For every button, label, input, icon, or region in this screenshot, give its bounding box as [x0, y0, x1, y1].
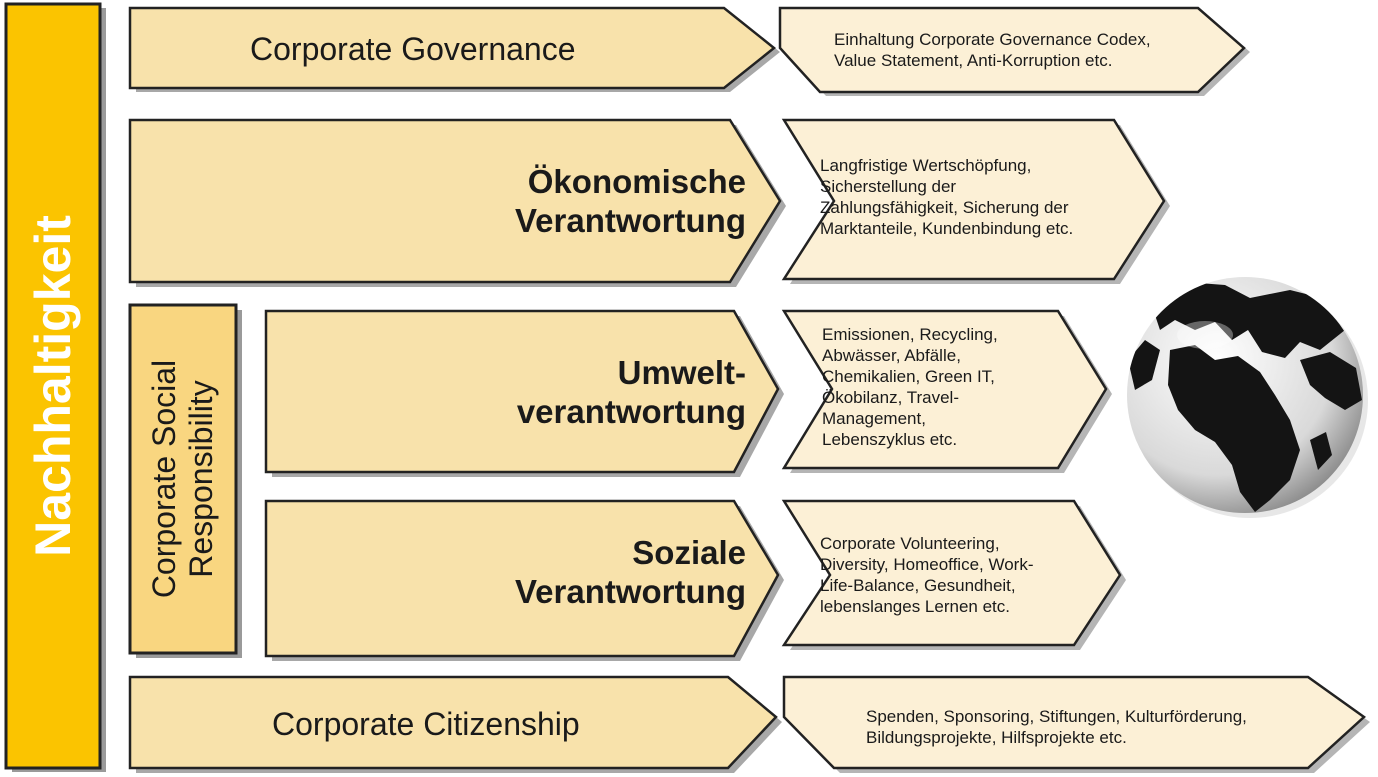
citizenship-desc-box [782, 675, 1366, 770]
desc-line: Einhaltung Corporate Governance Codex, [834, 30, 1151, 49]
label-line: Umwelt- [617, 354, 746, 391]
sustainability-bar-label-box: Nachhaltigkeit [6, 4, 100, 768]
sustainability-title: Nachhaltigkeit [25, 215, 81, 557]
desc-line: Emissionen, Recycling, [822, 325, 998, 344]
csr-label-line1: Corporate Social [146, 359, 182, 599]
environmental-desc-box [781, 309, 1108, 470]
desc-line: Zahlungsfähigkeit, Sicherung der [820, 198, 1069, 217]
desc-line: Sicherstellung der [820, 177, 957, 196]
governance-label: Corporate Governance [250, 31, 576, 67]
governance-desc-box [778, 6, 1246, 94]
desc-line: Ökobilanz, Travel- [822, 388, 959, 407]
label-line: Soziale [632, 534, 746, 571]
desc-line: Chemikalien, Green IT, [822, 367, 995, 386]
desc-line: Abwässer, Abfälle, [822, 346, 961, 365]
desc-line: Value Statement, Anti-Korruption etc. [834, 51, 1113, 70]
economic-arrow [128, 118, 782, 284]
citizenship-label: Corporate Citizenship [272, 706, 580, 742]
environmental-arrow [264, 309, 780, 474]
desc-line: Diversity, Homeoffice, Work- [820, 555, 1034, 574]
desc-line: Spenden, Sponsoring, Stiftungen, Kulturf… [866, 707, 1247, 726]
social-label: Soziale Verantwortung [515, 533, 746, 611]
social-desc-box [781, 499, 1122, 647]
csr-label-line2: Responsibility [183, 380, 219, 578]
social-desc: Corporate Volunteering, Diversity, Homeo… [820, 533, 1034, 617]
desc-line: Bildungsprojekte, Hilfsprojekte etc. [866, 728, 1127, 747]
governance-arrow [128, 6, 777, 90]
desc-line: Corporate Volunteering, [820, 534, 1000, 553]
desc-line: Management, [822, 409, 926, 428]
label-line: Ökonomische [527, 163, 746, 200]
desc-line: Lebenszyklus etc. [822, 430, 958, 449]
environmental-desc: Emissionen, Recycling, Abwässer, Abfälle… [822, 324, 998, 450]
citizenship-arrow [128, 675, 778, 770]
economic-label: Ökonomische Verantwortung [515, 162, 746, 240]
desc-line: lebenslanges Lernen etc. [820, 597, 1010, 616]
social-arrow [264, 499, 780, 658]
governance-desc: Einhaltung Corporate Governance Codex, V… [834, 29, 1151, 71]
desc-line: Life-Balance, Gesundheit, [820, 576, 1016, 595]
globe-icon [1127, 277, 1368, 518]
desc-line: Langfristige Wertschöpfung, [820, 156, 1032, 175]
economic-desc-box [781, 118, 1166, 281]
csr-bar-label-box: Corporate Social Responsibility [130, 305, 236, 653]
sustainability-bar [4, 2, 102, 770]
csr-label: Corporate Social Responsibility [146, 360, 220, 598]
citizenship-desc: Spenden, Sponsoring, Stiftungen, Kulturf… [866, 706, 1247, 748]
label-line: verantwortung [516, 393, 746, 430]
label-line: Verantwortung [514, 202, 746, 239]
economic-desc: Langfristige Wertschöpfung, Sicherstellu… [820, 155, 1073, 239]
desc-line: Marktanteile, Kundenbindung etc. [820, 219, 1074, 238]
environmental-label: Umwelt- verantwortung [517, 353, 746, 431]
label-line: Verantwortung [514, 573, 746, 610]
csr-bar [128, 303, 238, 655]
